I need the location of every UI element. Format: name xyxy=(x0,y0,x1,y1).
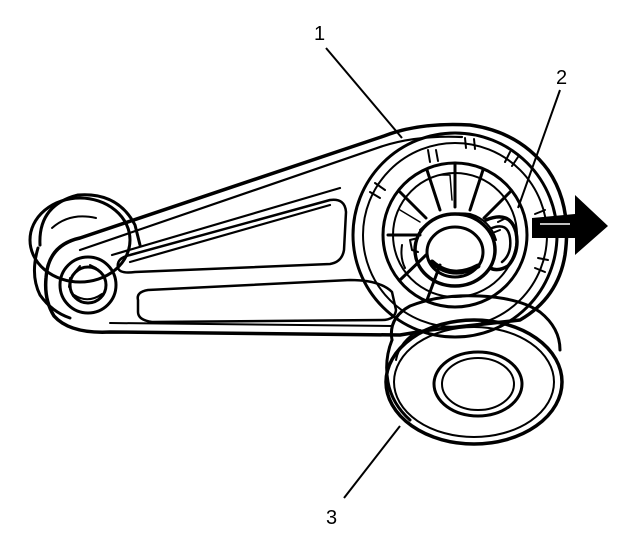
callout-3-label: 3 xyxy=(326,507,337,529)
sector-gear xyxy=(351,131,559,339)
callout-2-label: 2 xyxy=(556,67,567,89)
left-hub xyxy=(58,255,118,315)
center-bushing xyxy=(409,212,501,288)
right-arrow-icon xyxy=(532,195,608,255)
retaining-clip xyxy=(484,215,519,272)
callout-2-leader xyxy=(517,89,561,209)
rear-pulley xyxy=(28,193,142,320)
callout-1-label: 1 xyxy=(314,23,325,45)
callout-1-leader xyxy=(325,47,403,139)
callout-3-leader xyxy=(343,425,401,499)
front-pulley xyxy=(384,294,564,446)
